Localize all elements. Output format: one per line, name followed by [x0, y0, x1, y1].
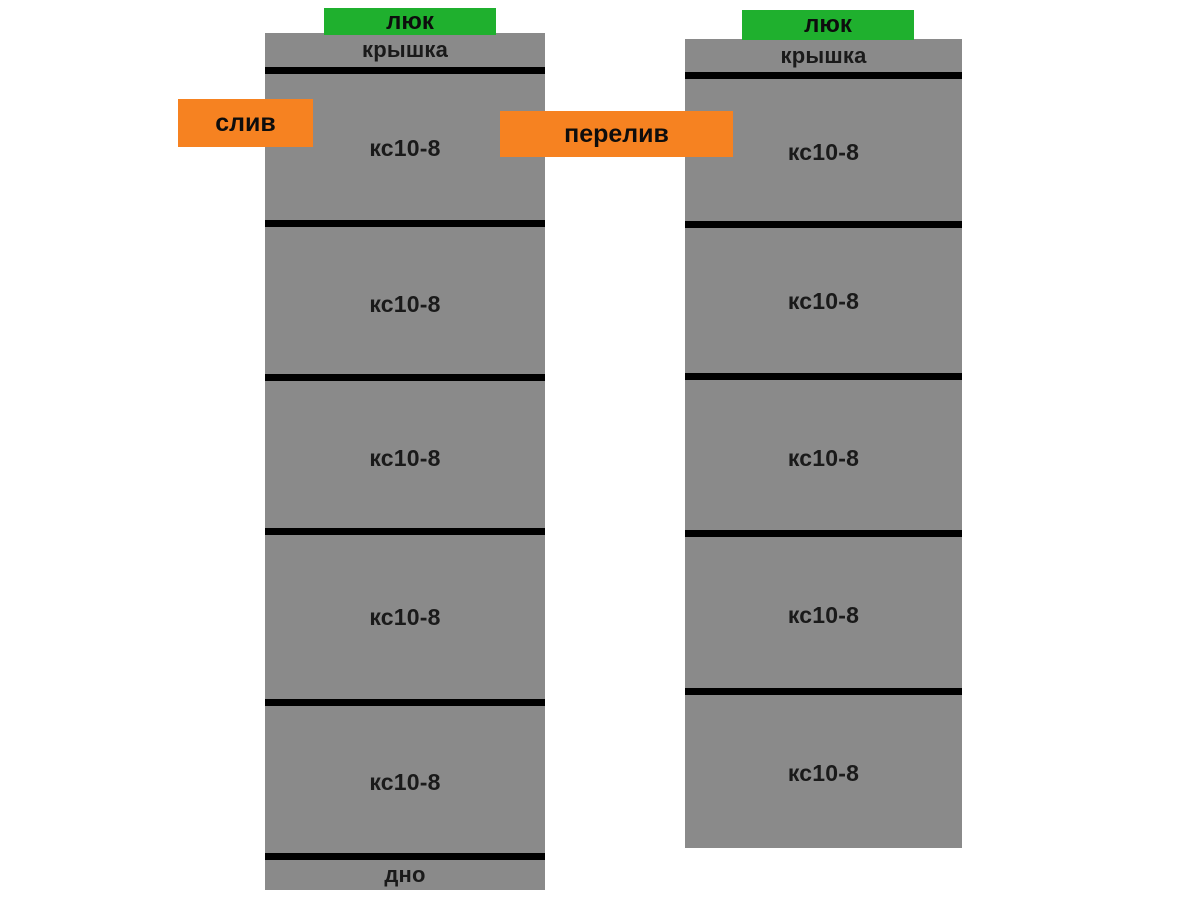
left-tank-divider-1	[265, 220, 545, 227]
right-tank-ring-3: кс10-8	[787, 444, 860, 471]
left-tank-cover-label: крышка	[361, 37, 449, 62]
right-tank-ring-5: кс10-8	[787, 760, 860, 786]
overflow-pipe-label: перелив	[500, 111, 733, 157]
left-tank-body: крышка кс10-8 кс10-8 кс10-8 кс10-8 кс10-…	[265, 33, 545, 890]
right-tank-cover-label: крышка	[780, 43, 867, 68]
right-tank-divider-2	[685, 373, 962, 380]
right-tank-ring-4: кс10-8	[787, 602, 860, 628]
right-tank-ring-2: кс10-8	[787, 288, 860, 314]
right-tank-divider-4	[685, 688, 962, 695]
left-tank-ring-2: кс10-8	[369, 290, 441, 317]
right-tank-divider-1	[685, 221, 962, 228]
left-tank-ring-3: кс10-8	[369, 445, 441, 471]
left-tank-divider-2	[265, 374, 545, 381]
right-tank-body: крышка кс10-8 кс10-8 кс10-8 кс10-8 кс10-…	[685, 39, 962, 848]
left-tank-hatch-label: люк	[324, 8, 496, 35]
left-tank-ring-5: кс10-8	[369, 768, 441, 795]
left-tank-divider-3	[265, 528, 545, 535]
left-tank-divider-bottom	[265, 853, 545, 860]
right-tank-divider-cover	[685, 72, 962, 79]
right-tank-divider-3	[685, 530, 962, 537]
right-tank-ring-1: кс10-8	[787, 139, 860, 165]
left-tank-divider-cover	[265, 67, 545, 74]
left-tank-divider-4	[265, 699, 545, 706]
inlet-pipe-label: слив	[178, 99, 313, 147]
left-tank-ring-1: кс10-8	[369, 135, 441, 161]
right-tank-hatch-label: люк	[742, 10, 914, 40]
left-tank-bottom-label: дно	[384, 862, 426, 887]
left-tank-ring-4: кс10-8	[369, 604, 441, 630]
